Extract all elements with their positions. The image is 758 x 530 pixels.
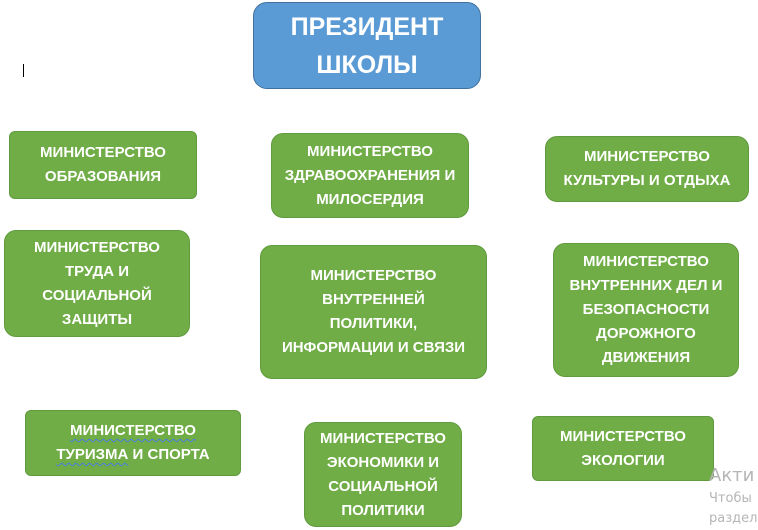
activation-watermark-line1: Акти <box>709 465 755 486</box>
president-box[interactable]: ПРЕЗИДЕНТ ШКОЛЫ <box>253 2 481 89</box>
activation-watermark-line2: Чтобы <box>709 491 752 506</box>
ministry-internal-policy-box[interactable]: МИНИСТЕРСТВО ВНУТРЕННЕЙ ПОЛИТИКИ, ИНФОРМ… <box>260 245 487 379</box>
text-cursor <box>23 64 24 77</box>
ministry-economy-label: МИНИСТЕРСТВО ЭКОНОМИКИ И СОЦИАЛЬНОЙ ПОЛИ… <box>320 429 446 519</box>
ministry-health-box[interactable]: МИНИСТЕРСТВО ЗДРАВООХРАНЕНИЯ И МИЛОСЕРДИ… <box>271 133 469 218</box>
ministry-tourism-box[interactable]: МИНИСТЕРСТВО ТУРИЗМА И СПОРТА <box>25 410 241 476</box>
president-title-line2: ШКОЛЫ <box>316 50 418 79</box>
ministry-tourism-rest: И СПОРТА <box>128 446 210 463</box>
ministry-ecology-box[interactable]: МИНИСТЕРСТВО ЭКОЛОГИИ <box>532 416 714 481</box>
ministry-education-label: МИНИСТЕРСТВО ОБРАЗОВАНИЯ <box>40 144 166 185</box>
ministry-culture-box[interactable]: МИНИСТЕРСТВО КУЛЬТУРЫ И ОТДЫХА <box>545 136 749 202</box>
ministry-health-label: МИНИСТЕРСТВО ЗДРАВООХРАНЕНИЯ И МИЛОСЕРДИ… <box>284 142 456 208</box>
ministry-culture-label: МИНИСТЕРСТВО КУЛЬТУРЫ И ОТДЫХА <box>563 148 731 189</box>
ministry-tourism-word1: МИНИСТЕРСТВО <box>70 422 196 439</box>
ministry-internal-affairs-box[interactable]: МИНИСТЕРСТВО ВНУТРЕННИХ ДЕЛ И БЕЗОПАСНОС… <box>553 243 739 377</box>
ministry-internal-affairs-label: МИНИСТЕРСТВО ВНУТРЕННИХ ДЕЛ И БЕЗОПАСНОС… <box>569 253 723 366</box>
ministry-labor-label: МИНИСТЕРСТВО ТРУДА И СОЦИАЛЬНОЙ ЗАЩИТЫ <box>34 238 160 328</box>
ministry-education-box[interactable]: МИНИСТЕРСТВО ОБРАЗОВАНИЯ <box>9 131 197 199</box>
activation-watermark-line3: раздел <box>709 511 758 526</box>
ministry-labor-box[interactable]: МИНИСТЕРСТВО ТРУДА И СОЦИАЛЬНОЙ ЗАЩИТЫ <box>4 230 190 337</box>
ministry-tourism-word2: ТУРИЗМА <box>56 446 129 463</box>
president-title-line1: ПРЕЗИДЕНТ <box>290 12 444 41</box>
ministry-economy-box[interactable]: МИНИСТЕРСТВО ЭКОНОМИКИ И СОЦИАЛЬНОЙ ПОЛИ… <box>304 422 462 527</box>
ministry-ecology-label: МИНИСТЕРСТВО ЭКОЛОГИИ <box>560 427 686 469</box>
ministry-tourism-label: МИНИСТЕРСТВО ТУРИЗМА И СПОРТА <box>56 419 209 467</box>
ministry-internal-policy-label: МИНИСТЕРСТВО ВНУТРЕННЕЙ ПОЛИТИКИ, ИНФОРМ… <box>281 267 466 356</box>
